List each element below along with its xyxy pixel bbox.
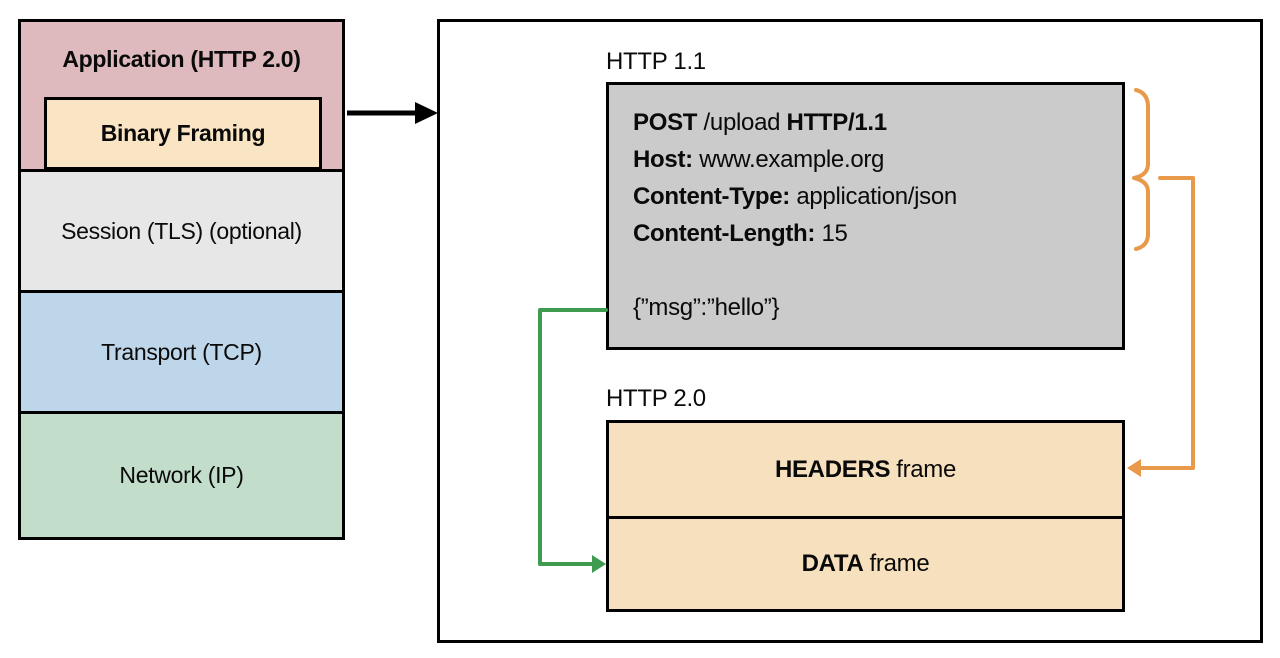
layer-session: Session (TLS) (optional): [21, 172, 342, 293]
headers-frame-rest: frame: [896, 455, 957, 483]
right-arrowhead-icon: [415, 102, 438, 124]
binary-framing-box: Binary Framing: [44, 97, 322, 170]
request-body: {”msg”:”hello”}: [633, 294, 780, 321]
http2-title: HTTP 2.0: [606, 385, 706, 412]
headers-frame-bold: HEADERS: [774, 455, 891, 483]
host-header-value: www.example.org: [692, 146, 885, 173]
content-length-value: 15: [815, 220, 848, 247]
request-line-content-type: Content-Type: application/json: [633, 178, 1098, 215]
content-type-name: Content-Type:: [633, 183, 790, 210]
data-mapping-arrow: [538, 308, 608, 566]
request-line-start: POST /upload HTTP/1.1: [633, 104, 1098, 141]
detail-panel: HTTP 1.1 POST /upload HTTP/1.1 Host: www…: [437, 19, 1263, 643]
headers-brace-icon: [1132, 88, 1150, 251]
request-line-content-length: Content-Length: 15: [633, 215, 1098, 252]
left-arrowhead-icon: [1127, 459, 1141, 477]
network-label: Network (IP): [119, 462, 244, 488]
transport-label: Transport (TCP): [101, 338, 262, 365]
stack-to-detail-arrow: [347, 102, 438, 124]
host-header-name: Host:: [633, 146, 693, 173]
http11-title: HTTP 1.1: [606, 48, 706, 75]
right-arrowhead-icon: [592, 555, 606, 573]
data-frame-bold: DATA: [801, 550, 864, 577]
request-blank-line: [633, 252, 1098, 289]
data-frame-rest: frame: [869, 550, 930, 577]
headers-mapping-arrow: [1137, 176, 1195, 470]
binary-framing-label: Binary Framing: [100, 120, 266, 146]
content-length-name: Content-Length:: [633, 220, 816, 247]
session-label: Session (TLS) (optional): [61, 217, 302, 244]
content-type-value: application/json: [789, 183, 957, 210]
layer-transport: Transport (TCP): [21, 293, 342, 414]
layer-application: Application (HTTP 2.0) Binary Framing: [21, 22, 342, 172]
request-version: HTTP/1.1: [786, 109, 888, 136]
request-line-host: Host: www.example.org: [633, 141, 1098, 178]
layer-network: Network (IP): [21, 414, 342, 537]
request-path: /upload: [697, 109, 787, 136]
http11-request-box: POST /upload HTTP/1.1 Host: www.example.…: [606, 82, 1125, 350]
application-label: Application (HTTP 2.0): [62, 46, 301, 72]
protocol-stack: Application (HTTP 2.0) Binary Framing Se…: [18, 19, 345, 540]
request-method: POST: [633, 109, 698, 136]
